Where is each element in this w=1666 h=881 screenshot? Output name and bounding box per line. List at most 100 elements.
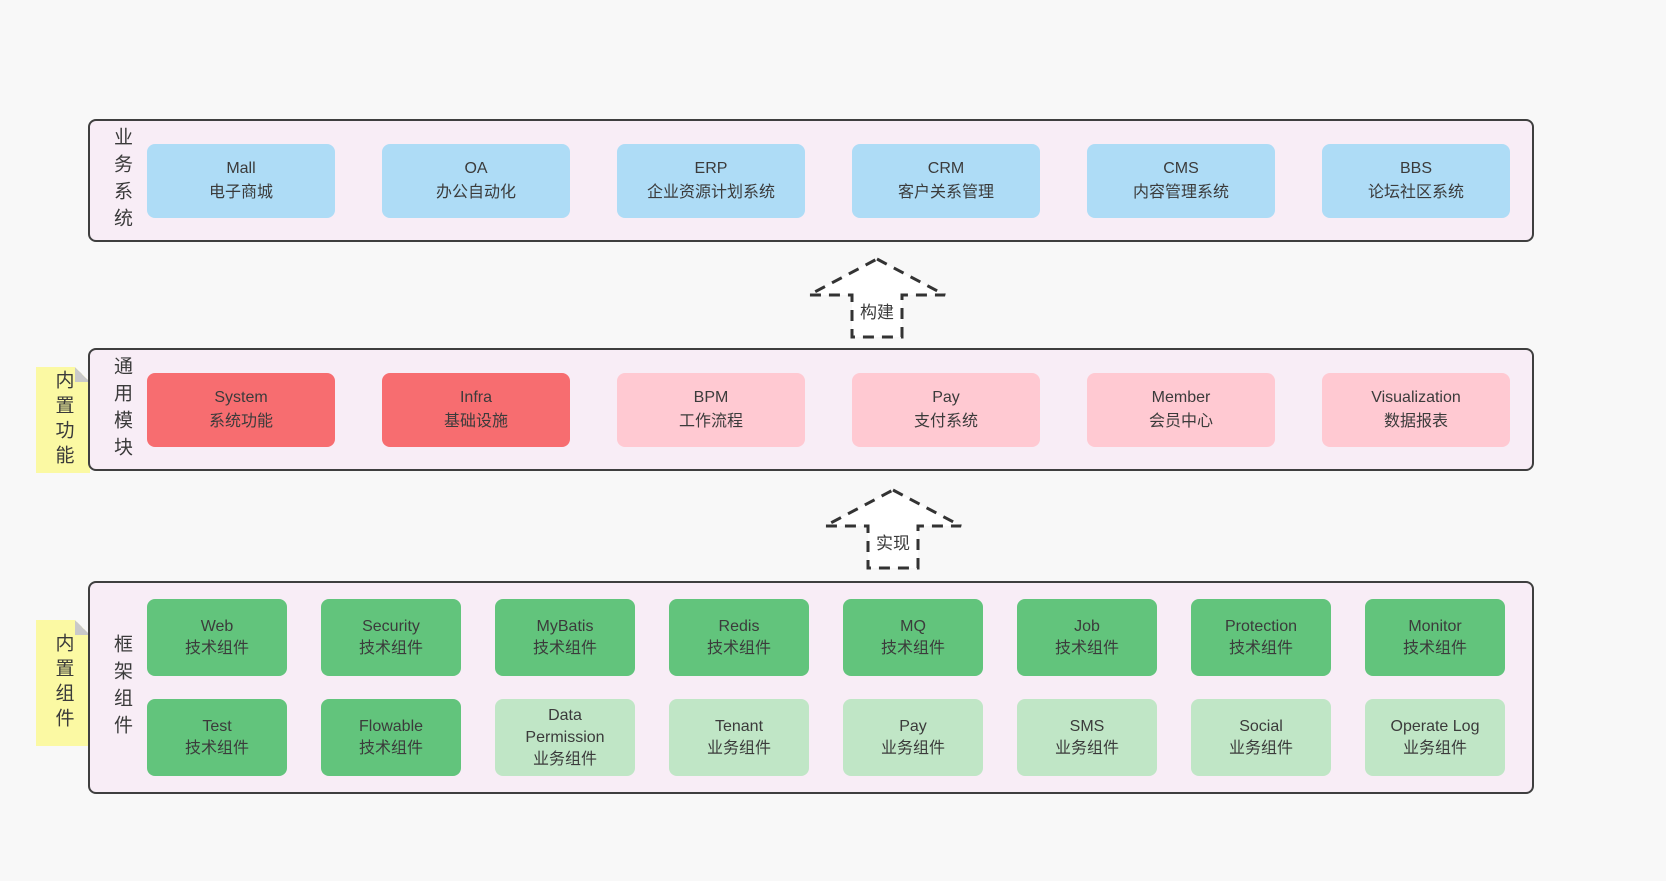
box-subtitle: 技术组件	[706, 639, 771, 657]
box-monitor: Monitor 技术组件	[1365, 599, 1505, 676]
box-tenant: Tenant 业务组件	[669, 699, 809, 776]
box-mybatis: MyBatis 技术组件	[495, 599, 635, 676]
box-subtitle: 系统功能	[208, 412, 273, 430]
box-title: Security	[362, 617, 420, 635]
box-subtitle: 技术组件	[184, 739, 249, 757]
box-sms: SMS 业务组件	[1017, 699, 1157, 776]
box-title: Social	[1239, 717, 1283, 735]
box-subtitle: 数据报表	[1383, 412, 1448, 430]
box-title: Tenant	[714, 717, 764, 735]
box-subtitle: 技术组件	[532, 639, 597, 657]
box-mall: Mall 电子商城	[147, 143, 335, 218]
box-title: Test	[202, 717, 232, 735]
box-subtitle: 基础设施	[443, 412, 508, 430]
box-web: Web 技术组件	[147, 599, 287, 676]
box-title: Web	[200, 617, 234, 635]
box-subtitle: 支付系统	[913, 412, 978, 430]
box-oa: OA 办公自动化	[382, 143, 570, 218]
box-flowable: Flowable 技术组件	[321, 699, 461, 776]
box-title: Flowable	[358, 717, 424, 735]
section-label-framework: 框架组件	[111, 633, 132, 742]
box-cms: CMS 内容管理系统	[1087, 143, 1275, 218]
business-boxes: Mall 电子商城 OA 办公自动化 ERP 企业资源计划系统 CRM 客户关系管理 CMS 内容…	[147, 143, 1510, 218]
box-protection: Protection 技术组件	[1191, 599, 1331, 676]
box-title: Monitor	[1408, 617, 1462, 635]
sticky-built-in-components: 内置组件	[36, 620, 90, 746]
box-subtitle: 业务组件	[880, 739, 945, 757]
box-title: MQ	[900, 617, 926, 635]
box-bpm: BPM 工作流程	[617, 372, 805, 447]
box-subtitle: 企业资源计划系统	[646, 183, 775, 201]
box-job: Job 技术组件	[1017, 599, 1157, 676]
box-subtitle: 业务组件	[1228, 739, 1293, 757]
box-title: Operate Log	[1390, 717, 1480, 735]
box-subtitle: 办公自动化	[435, 183, 516, 201]
box-subtitle: 业务组件	[1054, 739, 1119, 757]
box-pay: Pay 支付系统	[852, 372, 1040, 447]
box-subtitle: 技术组件	[184, 639, 249, 657]
box-subtitle: 电子商城	[208, 183, 273, 201]
box-data-permission: Data Permission 业务组件	[495, 699, 635, 776]
section-common-modules: 通用模块 System 系统功能 Infra 基础设施 BPM 工作流程 Pay 支付系统 Me…	[88, 348, 1534, 471]
box-title: SMS	[1069, 717, 1105, 735]
box-title: Data Permission	[525, 706, 605, 746]
box-subtitle: 技术组件	[1402, 639, 1467, 657]
box-redis: Redis 技术组件	[669, 599, 809, 676]
section-label-business: 业务系统	[111, 126, 132, 235]
box-title: Member	[1151, 388, 1211, 406]
arrow-build: 构建	[805, 256, 949, 340]
box-title: CRM	[927, 159, 965, 177]
box-subtitle: 技术组件	[358, 639, 423, 657]
box-subtitle: 内容管理系统	[1132, 183, 1229, 201]
box-title: Redis	[718, 617, 760, 635]
box-subtitle: 会员中心	[1148, 412, 1213, 430]
section-label-modules: 通用模块	[111, 355, 132, 464]
box-subtitle: 业务组件	[706, 739, 771, 757]
box-subtitle: 论坛社区系统	[1367, 183, 1464, 201]
box-subtitle: 技术组件	[358, 739, 423, 757]
box-title: Pay	[932, 388, 960, 406]
box-subtitle: 技术组件	[880, 639, 945, 657]
box-title: BBS	[1399, 159, 1432, 177]
box-title: Infra	[459, 388, 492, 406]
sticky-built-in-features-label: 内置功能	[52, 370, 74, 470]
box-subtitle: 技术组件	[1228, 639, 1293, 657]
box-title: Job	[1074, 617, 1100, 635]
box-title: System	[214, 388, 268, 406]
box-test: Test 技术组件	[147, 699, 287, 776]
arrow-implement: 实现	[821, 487, 965, 571]
box-social: Social 业务组件	[1191, 699, 1331, 776]
box-title: Visualization	[1371, 388, 1461, 406]
box-title: Mall	[226, 159, 256, 177]
box-erp: ERP 企业资源计划系统	[617, 143, 805, 218]
box-subtitle: 技术组件	[1054, 639, 1119, 657]
box-crm: CRM 客户关系管理	[852, 143, 1040, 218]
box-title: BPM	[693, 388, 729, 406]
sticky-built-in-components-label: 内置组件	[52, 633, 74, 733]
arrow-build-label: 构建	[858, 298, 896, 323]
box-system: System 系统功能	[147, 372, 335, 447]
box-subtitle: 业务组件	[532, 750, 597, 768]
box-title: OA	[464, 159, 488, 177]
box-title: MyBatis	[536, 617, 594, 635]
box-operate-log: Operate Log 业务组件	[1365, 699, 1505, 776]
box-infra: Infra 基础设施	[382, 372, 570, 447]
box-visualization: Visualization 数据报表	[1322, 372, 1510, 447]
box-title: Protection	[1224, 617, 1298, 635]
box-title: CMS	[1163, 159, 1199, 177]
box-pay: Pay 业务组件	[843, 699, 983, 776]
box-subtitle: 客户关系管理	[897, 183, 994, 201]
box-mq: MQ 技术组件	[843, 599, 983, 676]
arrow-implement-label: 实现	[874, 529, 912, 554]
box-subtitle: 业务组件	[1402, 739, 1467, 757]
modules-boxes: System 系统功能 Infra 基础设施 BPM 工作流程 Pay 支付系统 Member 会…	[147, 372, 1510, 447]
box-subtitle: 工作流程	[678, 412, 743, 430]
section-business-systems: 业务系统 Mall 电子商城 OA 办公自动化 ERP 企业资源计划系统 CRM 客户关系管理…	[88, 119, 1534, 242]
box-title: ERP	[694, 159, 728, 177]
box-bbs: BBS 论坛社区系统	[1322, 143, 1510, 218]
box-title: Pay	[899, 717, 927, 735]
sticky-built-in-features: 内置功能	[36, 367, 90, 473]
